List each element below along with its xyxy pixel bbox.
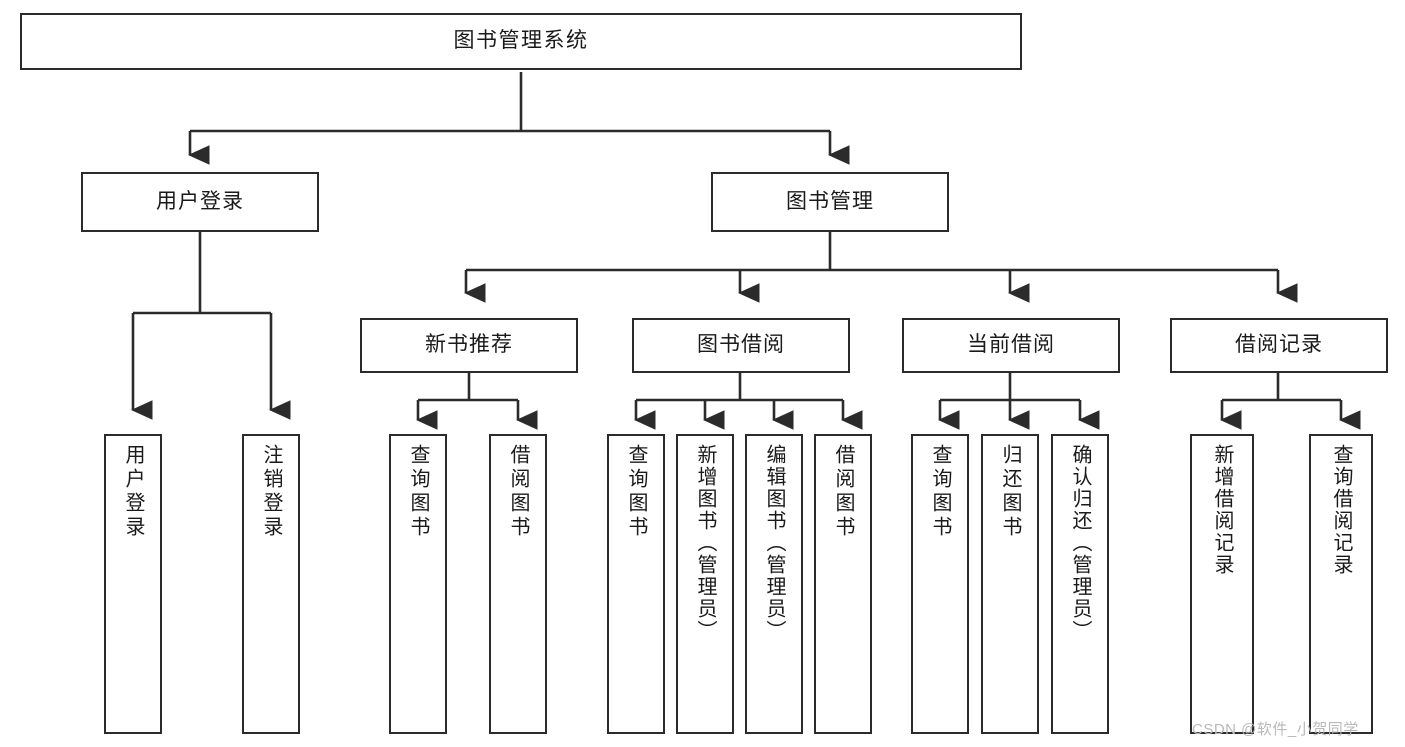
node-user-login-label: 用户登录 xyxy=(156,189,244,213)
leaf-query-book-1-label: 查询图书 xyxy=(407,444,429,540)
leaf-add-record-label: 新增借阅记录 xyxy=(1211,444,1233,576)
leaf-query-book-3[interactable]: 查询图书 xyxy=(911,434,969,734)
leaf-borrow-book-1[interactable]: 借阅图书 xyxy=(489,434,547,734)
leaf-confirm-return-label: 确认归还（管理员） xyxy=(1069,444,1091,642)
node-borrow-record-label: 借阅记录 xyxy=(1235,333,1323,357)
leaf-logout-label: 注销登录 xyxy=(260,444,282,540)
leaf-borrow-book-2[interactable]: 借阅图书 xyxy=(814,434,872,734)
leaf-add-book[interactable]: 新增图书（管理员） xyxy=(676,434,734,734)
leaf-borrow-book-1-label: 借阅图书 xyxy=(507,444,529,540)
leaf-add-book-label: 新增图书（管理员） xyxy=(694,444,716,642)
node-book-manage-label: 图书管理 xyxy=(786,189,874,213)
node-book-borrow[interactable]: 图书借阅 xyxy=(632,318,850,373)
node-new-book-recommend-label: 新书推荐 xyxy=(425,333,513,357)
node-current-borrow-label: 当前借阅 xyxy=(967,333,1055,357)
leaf-logout[interactable]: 注销登录 xyxy=(242,434,300,734)
leaf-query-book-1[interactable]: 查询图书 xyxy=(389,434,447,734)
node-root-label: 图书管理系统 xyxy=(453,29,589,53)
leaf-query-book-2-label: 查询图书 xyxy=(625,444,647,540)
leaf-query-record-label: 查询借阅记录 xyxy=(1330,444,1352,576)
node-borrow-record[interactable]: 借阅记录 xyxy=(1170,318,1388,373)
node-current-borrow[interactable]: 当前借阅 xyxy=(902,318,1120,373)
leaf-return-book-label: 归还图书 xyxy=(999,444,1021,540)
node-book-borrow-label: 图书借阅 xyxy=(697,333,785,357)
leaf-query-book-3-label: 查询图书 xyxy=(929,444,951,540)
leaf-borrow-book-2-label: 借阅图书 xyxy=(832,444,854,540)
node-new-book-recommend[interactable]: 新书推荐 xyxy=(360,318,578,373)
leaf-add-record[interactable]: 新增借阅记录 xyxy=(1190,434,1254,734)
leaf-edit-book[interactable]: 编辑图书（管理员） xyxy=(745,434,803,734)
leaf-user-login-label: 用户登录 xyxy=(122,444,144,540)
leaf-return-book[interactable]: 归还图书 xyxy=(981,434,1039,734)
leaf-user-login[interactable]: 用户登录 xyxy=(104,434,162,734)
leaf-edit-book-label: 编辑图书（管理员） xyxy=(763,444,785,642)
node-root[interactable]: 图书管理系统 xyxy=(20,13,1022,70)
node-user-login[interactable]: 用户登录 xyxy=(81,172,319,232)
leaf-confirm-return[interactable]: 确认归还（管理员） xyxy=(1051,434,1109,734)
watermark: CSDN @软件_小贺同学 xyxy=(1192,721,1359,738)
leaf-query-book-2[interactable]: 查询图书 xyxy=(607,434,665,734)
leaf-query-record[interactable]: 查询借阅记录 xyxy=(1309,434,1373,734)
node-book-manage[interactable]: 图书管理 xyxy=(711,172,949,232)
